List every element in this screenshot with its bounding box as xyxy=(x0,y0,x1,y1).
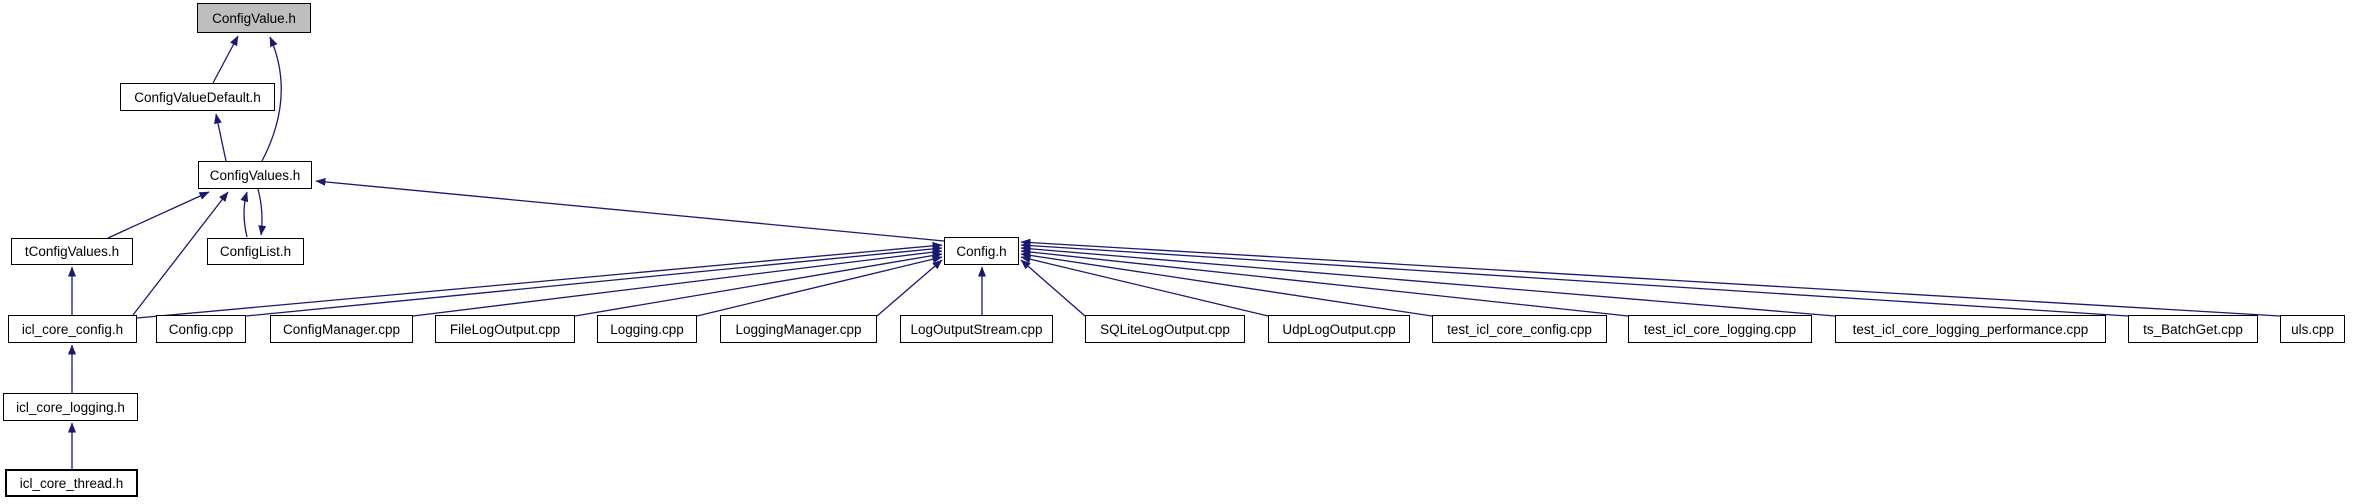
edge-logging-to-config xyxy=(696,255,943,317)
node-tconfigvalues-h[interactable]: tConfigValues.h xyxy=(11,238,133,265)
edge-config-cpp-to-config xyxy=(245,244,943,317)
edge-icl-core-config-to-configvalues xyxy=(132,191,229,316)
node-logging-cpp[interactable]: Logging.cpp xyxy=(597,315,697,343)
edge-loggingmanager-to-config xyxy=(876,259,943,317)
edge-uls-to-config xyxy=(1020,238,2281,317)
node-configvalues-h[interactable]: ConfigValues.h xyxy=(198,161,312,189)
edge-icl-core-config-to-config xyxy=(136,241,943,319)
edge-udplogoutput-to-config xyxy=(1020,255,1269,317)
node-loggingmanager-cpp[interactable]: LoggingManager.cpp xyxy=(720,315,877,343)
node-icl-core-thread-h[interactable]: icl_core_thread.h xyxy=(5,469,138,497)
node-uls-cpp[interactable]: uls.cpp xyxy=(2280,315,2345,343)
node-icl-core-logging-h[interactable]: icl_core_logging.h xyxy=(3,393,138,421)
edge-configvalues-to-configvaluedefault xyxy=(214,113,227,162)
node-configvaluedefault-h[interactable]: ConfigValueDefault.h xyxy=(120,83,275,111)
node-configlist-h[interactable]: ConfigList.h xyxy=(207,238,304,265)
edge-config-to-configvalues xyxy=(315,177,945,242)
node-udplogoutput-cpp[interactable]: UdpLogOutput.cpp xyxy=(1268,315,1410,343)
edge-test-performance-to-config xyxy=(1020,244,1836,317)
node-test-icl-core-logging-performance-cpp[interactable]: test_icl_core_logging_performance.cpp xyxy=(1835,315,2106,343)
edge-configvalues-to-configvalue xyxy=(261,36,282,162)
edge-filelogoutput-to-config xyxy=(574,251,943,317)
edge-sqlitelogoutput-to-config xyxy=(1020,259,1086,317)
edge-test-icl-core-logging-to-config xyxy=(1020,248,1629,317)
node-icl-core-config-h[interactable]: icl_core_config.h xyxy=(8,315,137,343)
node-logoutputstream-cpp[interactable]: LogOutputStream.cpp xyxy=(900,315,1053,343)
node-test-icl-core-logging-cpp[interactable]: test_icl_core_logging.cpp xyxy=(1628,315,1812,343)
node-configmanager-cpp[interactable]: ConfigManager.cpp xyxy=(270,315,413,343)
node-config-cpp[interactable]: Config.cpp xyxy=(156,315,246,343)
node-ts-batchget-cpp[interactable]: ts_BatchGet.cpp xyxy=(2128,315,2258,343)
edge-test-icl-core-config-to-config xyxy=(1020,251,1433,317)
edge-configlist-to-configvalues xyxy=(240,191,249,238)
node-sqlitelogoutput-cpp[interactable]: SQLiteLogOutput.cpp xyxy=(1085,315,1245,343)
node-filelogoutput-cpp[interactable]: FileLogOutput.cpp xyxy=(435,315,575,343)
edge-configvalues-to-configlist xyxy=(257,188,267,236)
node-config-h[interactable]: Config.h xyxy=(944,237,1019,265)
edge-configvaluedefault-to-configvalue xyxy=(212,35,239,84)
edge-tconfigvalues-to-configvalues xyxy=(107,191,210,239)
edge-configmanager-to-config xyxy=(412,248,943,317)
edge-ts-batchget-to-config xyxy=(1020,241,2129,317)
node-test-icl-core-config-cpp[interactable]: test_icl_core_config.cpp xyxy=(1432,315,1607,343)
node-configvalue-h: ConfigValue.h xyxy=(197,3,311,33)
